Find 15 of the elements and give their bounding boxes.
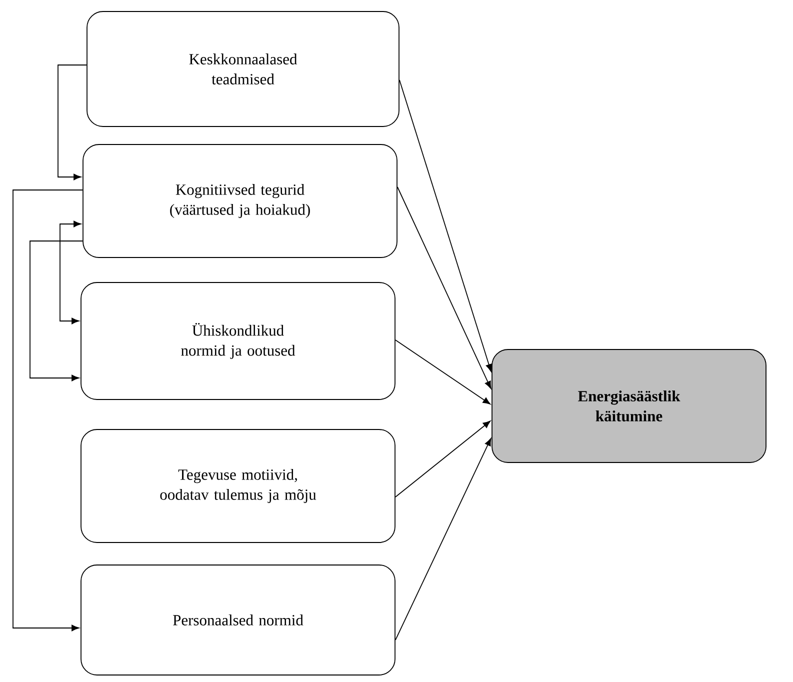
arrow [58, 64, 87, 180]
factor-box: Tegevuse motiivid, oodatav tulemus ja mõju [80, 429, 396, 543]
arrow [12, 190, 83, 632]
factor-box: Ühiskondlikud normid ja ootused [80, 282, 396, 400]
arrow [395, 438, 492, 640]
arrow [395, 420, 491, 498]
result-box: Energiasäästlik käitumine [492, 349, 766, 463]
factor-box: Personaalsed normid [80, 564, 396, 676]
arrow [60, 220, 82, 324]
arrow [397, 186, 492, 389]
factor-box: Kognitiivsed tegurid (väärtused ja hoiakud) [82, 144, 398, 258]
arrow [399, 80, 492, 372]
arrow [395, 340, 491, 404]
arrow [30, 240, 83, 382]
factor-box: Keskkonnaalased teadmised [86, 11, 400, 127]
